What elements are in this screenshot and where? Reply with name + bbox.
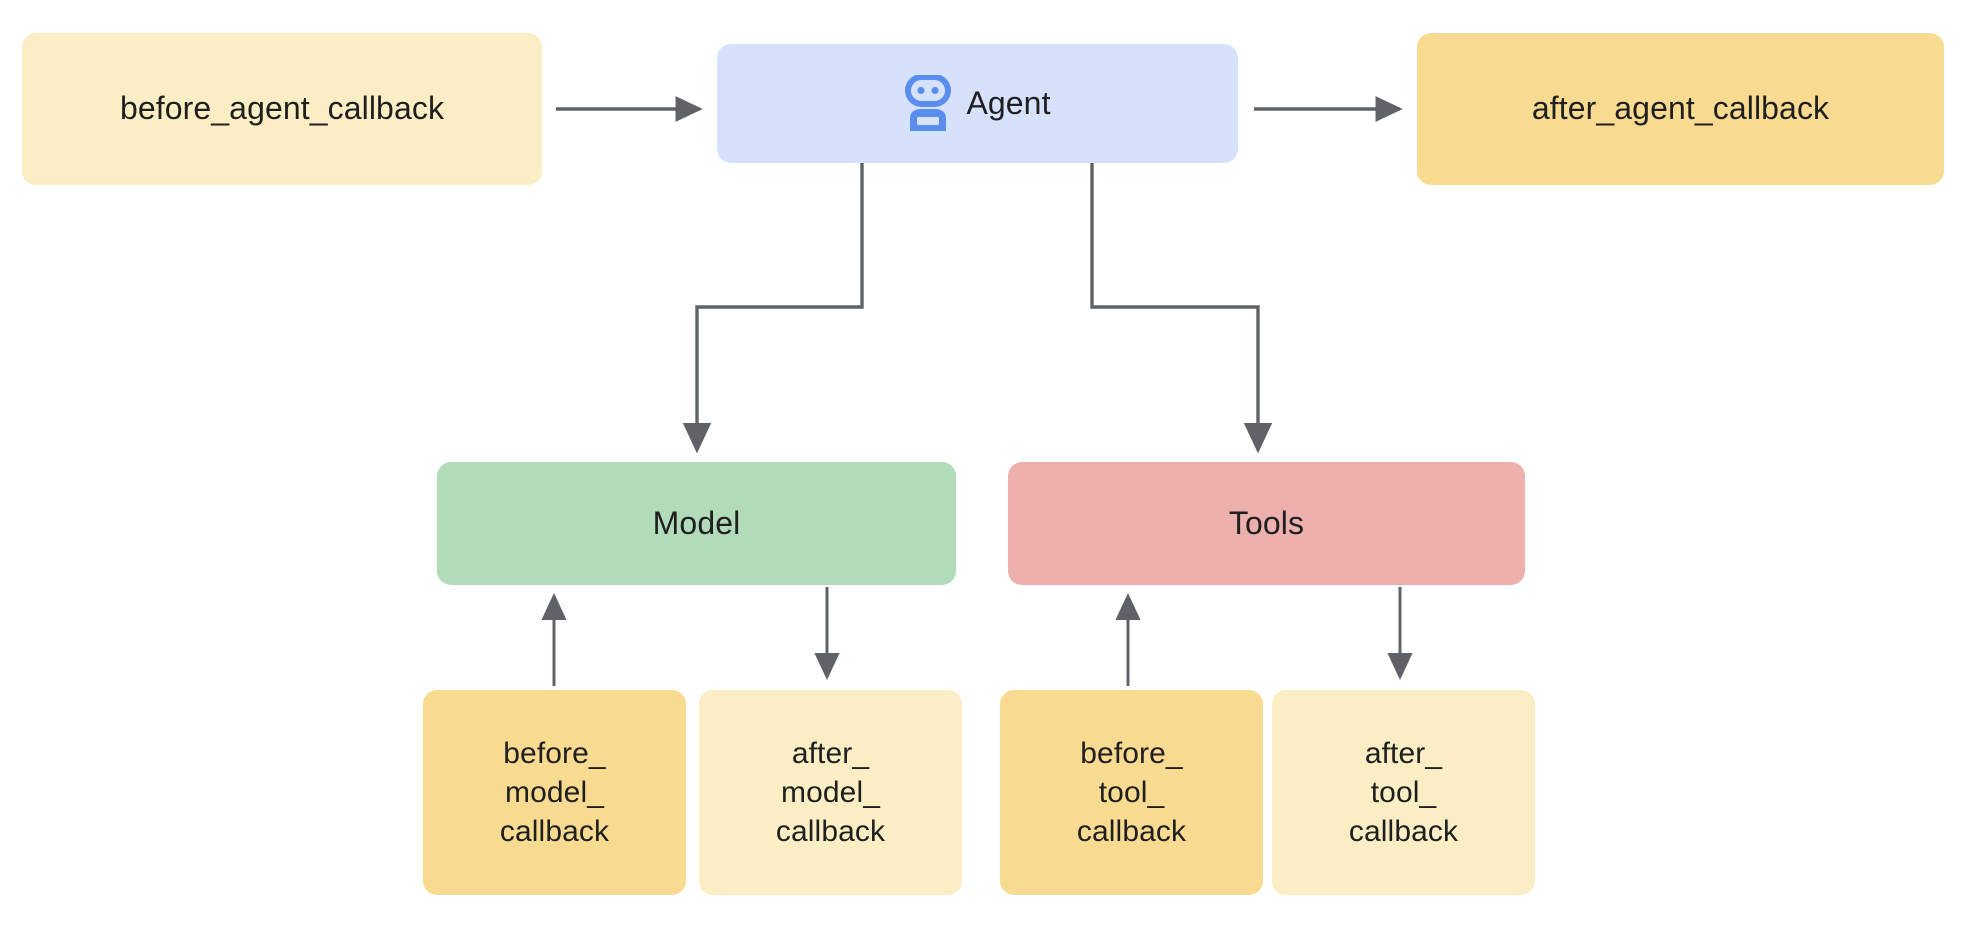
edge-agent-to-tools: [1090, 163, 1273, 454]
node-after-model-callback[interactable]: after_ model_ callback: [699, 690, 962, 895]
node-model[interactable]: Model: [437, 462, 956, 585]
node-after-model-callback-label: after_ model_ callback: [775, 737, 886, 848]
node-tools-label: Tools: [1228, 504, 1305, 541]
node-before-agent-callback-label: before_agent_callback: [119, 90, 445, 127]
node-before-tool-callback[interactable]: before_ tool_ callback: [1000, 690, 1263, 895]
node-tools[interactable]: Tools: [1008, 462, 1525, 585]
node-after-tool-callback[interactable]: after_ tool_ callback: [1272, 690, 1535, 895]
node-after-agent-callback[interactable]: after_agent_callback: [1417, 33, 1944, 185]
node-agent-label: Agent: [966, 84, 1051, 121]
node-after-agent-callback-label: after_agent_callback: [1531, 90, 1830, 127]
robot-icon: [904, 33, 952, 174]
node-before-model-callback[interactable]: before_ model_ callback: [423, 690, 686, 895]
agent-content: Agent: [904, 33, 1050, 174]
edge-agent-to-model: [682, 163, 864, 454]
node-agent[interactable]: Agent: [717, 44, 1238, 163]
node-model-label: Model: [652, 504, 741, 541]
node-before-model-callback-label: before_ model_ callback: [499, 737, 610, 848]
node-before-tool-callback-label: before_ tool_ callback: [1076, 737, 1187, 848]
node-after-tool-callback-label: after_ tool_ callback: [1348, 737, 1459, 848]
node-before-agent-callback[interactable]: before_agent_callback: [22, 33, 542, 185]
